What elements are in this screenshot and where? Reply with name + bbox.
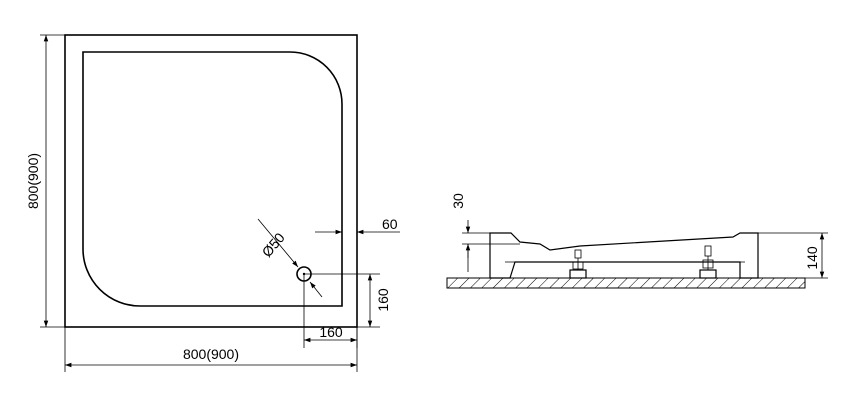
height-label: 800(900)	[25, 153, 41, 209]
tray-outer-outline	[64, 34, 358, 328]
side-view: 30 140	[446, 193, 828, 289]
rim-width-label: 60	[382, 216, 398, 232]
rim-height-label: 30	[450, 193, 466, 209]
width-label: 800(900)	[183, 346, 239, 362]
tray-basin-outline	[82, 51, 343, 307]
drain-offset-y-label: 160	[375, 288, 391, 312]
support-leg-left	[569, 249, 587, 279]
tray-profile	[489, 232, 759, 279]
floor-hatch	[446, 277, 806, 289]
total-height-label: 140	[804, 246, 820, 270]
top-view: Ø50 60 160 160 800(900) 800(900)	[25, 34, 400, 372]
drain-offset-x-label: 160	[319, 324, 343, 340]
drain-diameter-label: Ø50	[259, 229, 288, 260]
support-leg-right	[699, 245, 717, 279]
